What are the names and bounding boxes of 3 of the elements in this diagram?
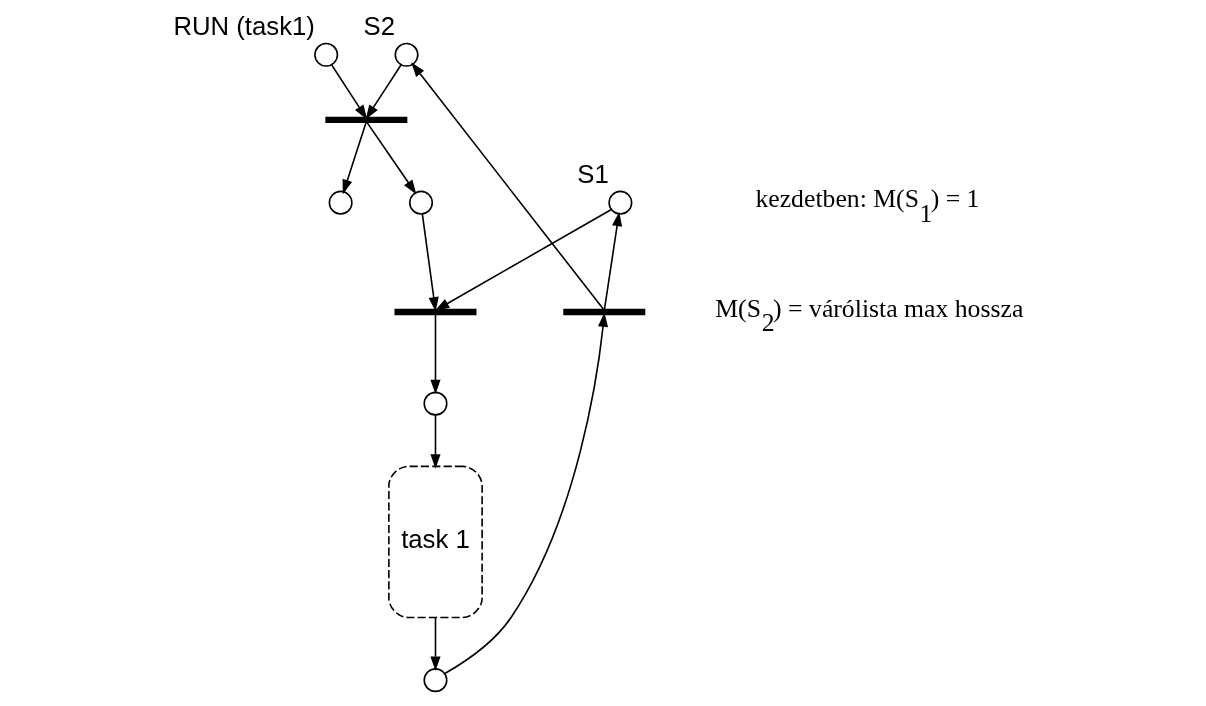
node-label: RUN (task1): [172, 12, 315, 41]
node-label: S1: [576, 160, 609, 189]
node-label: S2: [362, 12, 395, 41]
